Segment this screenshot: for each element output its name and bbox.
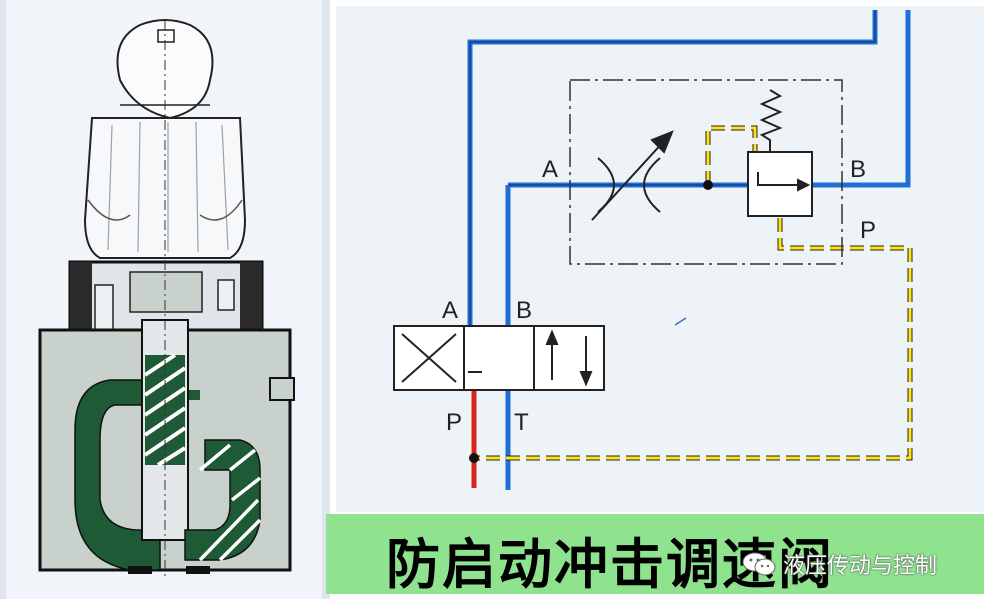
- watermark-text: 液压传动与控制: [783, 554, 938, 579]
- label-a-valve: A: [442, 297, 458, 324]
- label-p-valve: P: [446, 409, 462, 436]
- valve-enclosure: [569, 79, 843, 265]
- directional-valve: [393, 325, 605, 391]
- label-b-valve: B: [516, 297, 532, 324]
- throttle-symbol: [591, 130, 674, 221]
- label-b-top: B: [850, 156, 866, 183]
- label-p-top: P: [860, 217, 876, 244]
- watermark: 液压传动与控制: [741, 548, 937, 580]
- valve-body: [38, 20, 295, 580]
- label-a-top: A: [542, 156, 558, 183]
- label-t-valve: T: [514, 409, 529, 436]
- valve-cross-section: [0, 0, 330, 599]
- wechat-icon: [742, 552, 776, 576]
- compensator-symbol: [747, 89, 813, 217]
- hydraulic-schematic: A B P A B P T: [330, 0, 992, 599]
- title-banner: 防启动冲击调速阀 液压传动与控制: [326, 514, 984, 596]
